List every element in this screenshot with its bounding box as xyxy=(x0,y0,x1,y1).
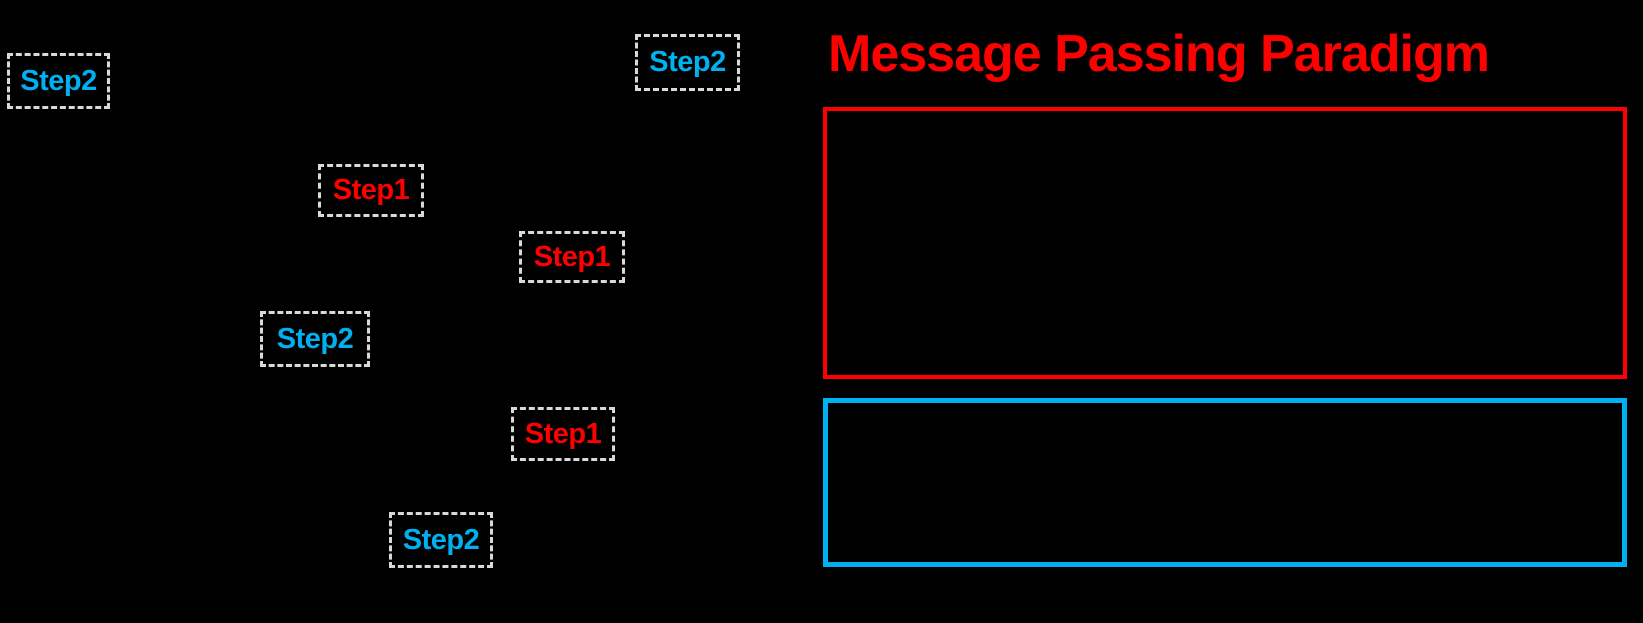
step1-label: Step1 xyxy=(332,174,410,206)
step2-box-top-middle: Step2 xyxy=(635,34,740,91)
step2-label: Step2 xyxy=(649,46,726,78)
step2-box-top-left: Step2 xyxy=(7,53,110,109)
step2-label: Step2 xyxy=(276,322,354,355)
step2-label: Step2 xyxy=(20,64,97,97)
step1-label: Step1 xyxy=(533,240,611,273)
step1-box-lower: Step1 xyxy=(511,407,615,461)
step1-box-middle: Step1 xyxy=(519,231,625,283)
step1-label: Step1 xyxy=(524,417,602,450)
step2-label: Step2 xyxy=(402,523,480,556)
blue-outline-panel xyxy=(823,398,1627,567)
step1-box-upper: Step1 xyxy=(318,164,424,217)
red-outline-panel xyxy=(823,107,1627,379)
step2-box-middle: Step2 xyxy=(260,311,370,367)
page-title: Message Passing Paradigm xyxy=(828,25,1490,83)
step2-box-bottom: Step2 xyxy=(389,512,493,568)
